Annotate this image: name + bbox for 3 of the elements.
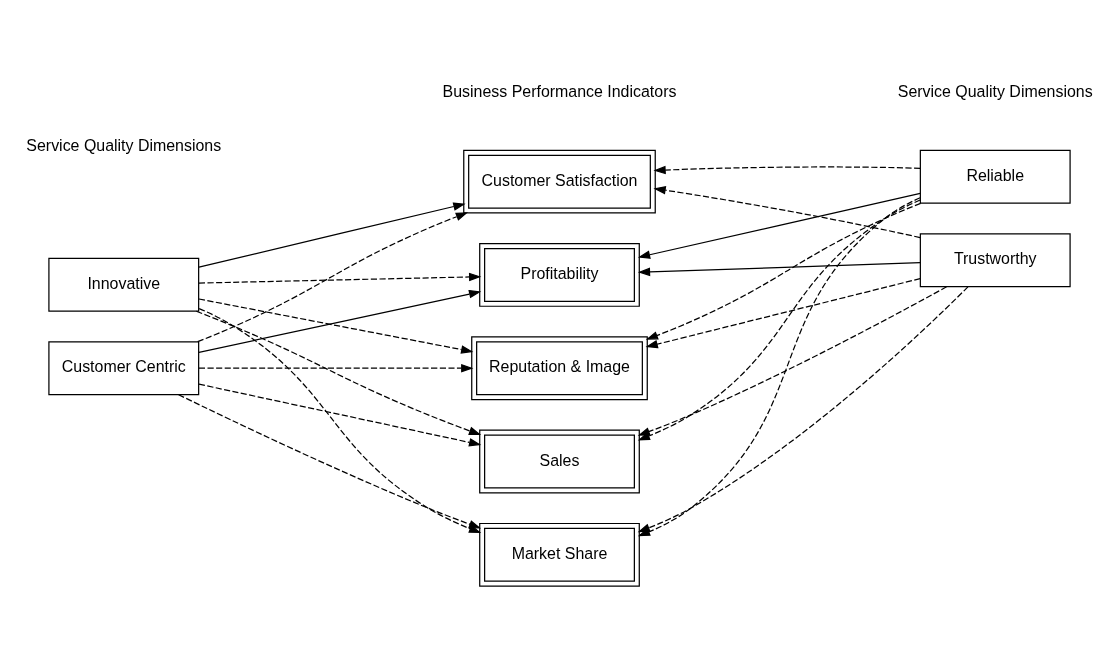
- label: Service Quality Dimensions: [26, 136, 222, 154]
- label: Business Performance Indicators: [442, 82, 677, 100]
- label: Service Quality Dimensions: [897, 82, 1093, 100]
